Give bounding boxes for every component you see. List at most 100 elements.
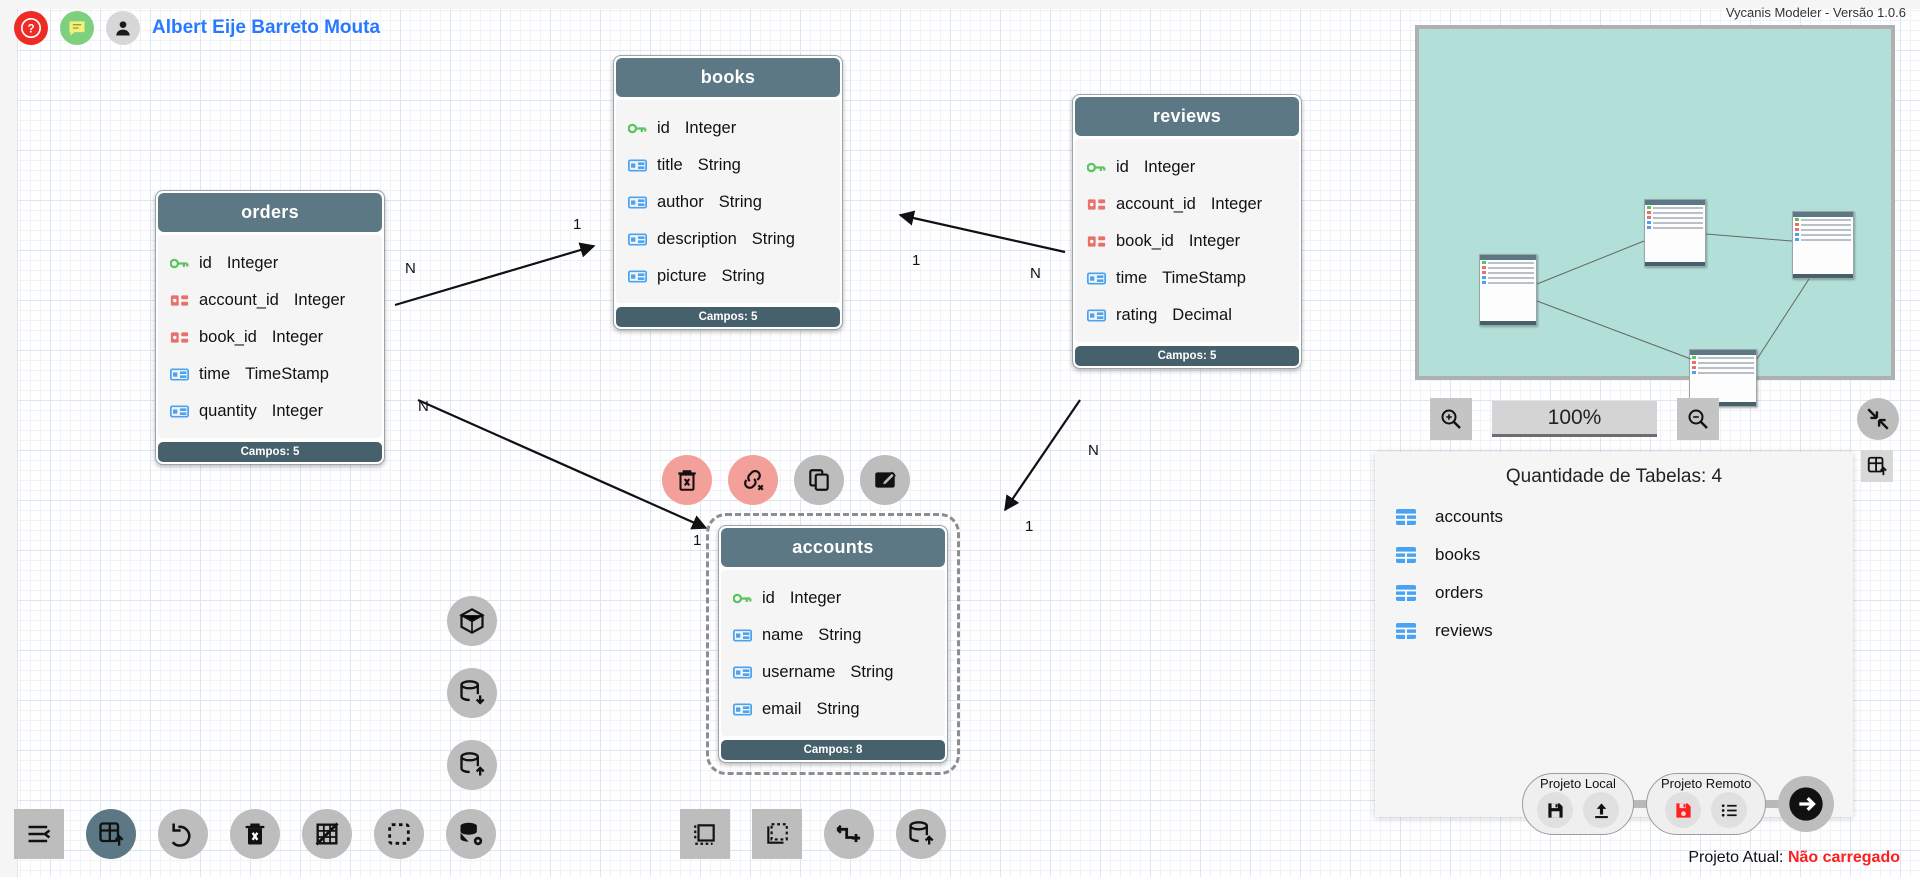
tables-list-item-label: books xyxy=(1435,545,1481,564)
database-upload-icon[interactable] xyxy=(896,809,946,859)
er-field-type: String xyxy=(818,626,862,644)
foreign-key-icon xyxy=(170,332,189,343)
tables-list-item[interactable]: accounts xyxy=(1375,498,1853,536)
er-field-type: TimeStamp xyxy=(245,365,329,383)
column-icon xyxy=(733,703,752,716)
collapse-menu-icon[interactable] xyxy=(14,809,64,859)
edit-note-icon[interactable] xyxy=(860,455,910,505)
er-field-name: time xyxy=(1116,269,1148,287)
project-local-group: Projeto Local xyxy=(1522,773,1634,835)
er-field-name: quantity xyxy=(199,402,257,420)
save-remote-icon[interactable] xyxy=(1665,792,1702,828)
zoom-level-value[interactable]: 100% xyxy=(1492,401,1657,437)
minimap[interactable] xyxy=(1415,25,1895,407)
tables-list-item[interactable]: orders xyxy=(1375,574,1853,612)
project-footer: Projeto Local Projeto Remoto xyxy=(1522,773,1835,835)
er-field-type: String xyxy=(697,156,741,174)
panel-add-table-icon[interactable] xyxy=(1861,450,1893,482)
tables-list-item[interactable]: books xyxy=(1375,536,1853,574)
unlink-icon[interactable] xyxy=(728,455,778,505)
er-field-name: rating xyxy=(1116,306,1158,324)
project-remote-group: Projeto Remoto xyxy=(1646,773,1767,835)
hide-grid-icon[interactable] xyxy=(302,809,352,859)
table-icon xyxy=(1396,585,1416,601)
tables-count-label: Quantidade de Tabelas: 4 xyxy=(1505,466,1723,487)
copy-icon[interactable] xyxy=(794,455,844,505)
er-field-name: title xyxy=(657,156,683,174)
delete-all-icon[interactable] xyxy=(230,809,280,859)
er-table-title[interactable]: reviews xyxy=(1075,97,1299,136)
zoom-out-icon[interactable] xyxy=(1677,398,1719,440)
er-field-type: Integer xyxy=(1210,195,1263,213)
tables-list-item-label: orders xyxy=(1435,583,1484,602)
er-field-row[interactable]: quantity Integer xyxy=(158,393,382,430)
zoom-in-icon[interactable] xyxy=(1430,398,1472,440)
column-icon xyxy=(1087,272,1106,285)
project-status-prefix: Projeto Atual: xyxy=(1688,849,1788,866)
project-connector-2 xyxy=(1764,800,1781,808)
er-table-title[interactable]: accounts xyxy=(721,528,945,567)
database-download-icon[interactable] xyxy=(447,668,497,718)
project-remote-label: Projeto Remoto xyxy=(1661,776,1752,791)
app-version-label: Vycanis Modeler - Versão 1.0.6 xyxy=(1725,5,1906,20)
er-field-row[interactable]: time TimeStamp xyxy=(1075,260,1299,297)
add-relation-icon[interactable] xyxy=(824,809,874,859)
database-upload-icon[interactable] xyxy=(447,740,497,790)
er-table-title[interactable]: orders xyxy=(158,193,382,232)
add-table-icon[interactable] xyxy=(86,809,136,859)
tables-list-item[interactable]: reviews xyxy=(1375,612,1853,650)
list-remote-icon[interactable] xyxy=(1711,792,1748,828)
avatar-icon[interactable] xyxy=(106,11,140,45)
undo-icon[interactable] xyxy=(158,809,208,859)
deselect-all-icon[interactable] xyxy=(752,809,802,859)
er-table-title[interactable]: books xyxy=(616,58,840,97)
database-settings-icon[interactable] xyxy=(446,809,496,859)
upload-local-icon[interactable] xyxy=(1583,792,1619,828)
foreign-key-icon xyxy=(1087,236,1106,247)
select-region-icon[interactable] xyxy=(374,809,424,859)
top-bar: ? Albert Eije Barreto Mouta xyxy=(0,0,1920,56)
column-icon xyxy=(170,405,189,418)
project-status: Projeto Atual: Não carregado xyxy=(1688,849,1900,867)
select-all-icon[interactable] xyxy=(680,809,730,859)
er-field-type: String xyxy=(751,230,795,248)
er-field-row[interactable]: title String xyxy=(616,147,840,184)
chat-icon[interactable] xyxy=(60,11,94,45)
help-icon[interactable]: ? xyxy=(14,11,48,45)
relation-cardinality-label: 1 xyxy=(693,532,702,549)
save-local-icon[interactable] xyxy=(1537,792,1573,828)
delete-table-icon[interactable] xyxy=(662,455,712,505)
cube-3d-icon[interactable] xyxy=(447,596,497,646)
collapse-arrows-icon[interactable] xyxy=(1857,398,1899,440)
project-status-value: Não carregado xyxy=(1787,849,1900,866)
er-field-name: author xyxy=(657,193,704,211)
er-field-type: Integer xyxy=(271,402,324,420)
column-icon xyxy=(628,270,647,283)
arrow-right-icon[interactable] xyxy=(1778,776,1835,832)
er-field-type: TimeStamp xyxy=(1162,269,1246,287)
minimap-relations xyxy=(1536,233,1810,360)
column-icon xyxy=(628,233,647,246)
